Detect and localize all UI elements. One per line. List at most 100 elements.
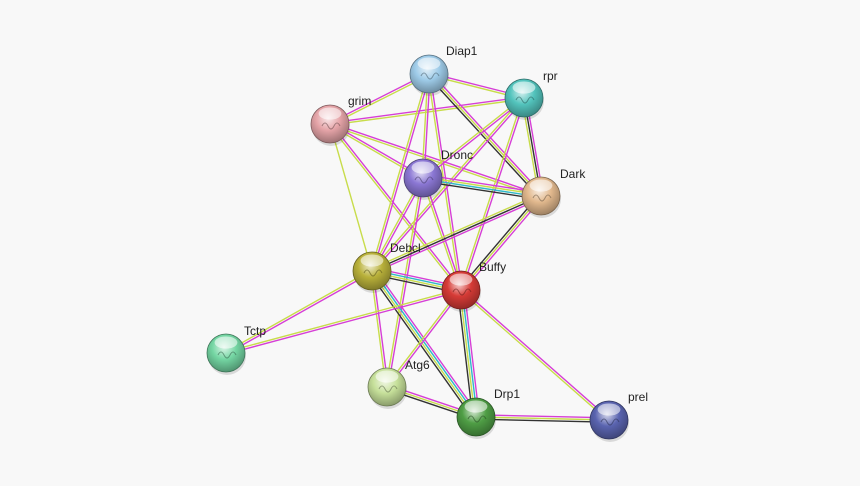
edge-line-black <box>371 195 542 272</box>
edge-line-yellow <box>421 177 461 292</box>
edge-line-black <box>426 74 541 199</box>
edge-grim-rpr[interactable] <box>329 96 525 126</box>
edge-line-cyan <box>461 289 478 418</box>
edge-line-magenta <box>387 177 425 388</box>
edge-debcl-drp1[interactable] <box>368 268 480 420</box>
edge-line-yellow <box>370 72 429 272</box>
edge-line-yellow <box>428 73 542 197</box>
node-highlight <box>417 57 441 70</box>
edge-grim-buffy[interactable] <box>328 122 463 292</box>
edge-debcl-atg6[interactable] <box>370 270 389 388</box>
edge-dronc-buffy[interactable] <box>421 176 463 292</box>
node-label: Atg6 <box>405 358 430 372</box>
edge-dronc-dark[interactable] <box>421 174 543 200</box>
node-drp1[interactable]: Drp1 <box>456 387 520 439</box>
edge-line-yellow <box>459 289 476 418</box>
structure-thumbnail-icon <box>217 351 237 359</box>
node-label: Dronc <box>441 148 473 162</box>
node-highlight <box>375 370 399 383</box>
node-buffy[interactable]: Buffy <box>441 260 506 312</box>
node-atg6[interactable]: Atg6 <box>367 358 430 409</box>
edge-line-magenta <box>372 270 389 388</box>
edge-line-magenta <box>372 197 543 274</box>
edge-buffy-prel[interactable] <box>459 288 611 422</box>
edge-line-cyan <box>372 269 478 418</box>
structure-thumbnail-icon <box>467 415 487 423</box>
edge-line-magenta <box>429 71 544 196</box>
node-label: rpr <box>543 69 558 83</box>
edge-line-yellow <box>370 270 387 388</box>
edge-drp1-prel[interactable] <box>475 414 610 423</box>
edge-grim-debcl[interactable] <box>329 123 373 272</box>
node-highlight <box>360 254 384 267</box>
edge-rpr-dronc[interactable] <box>421 96 526 180</box>
edge-line-magenta <box>429 73 463 291</box>
edge-line-magenta <box>475 414 610 419</box>
edge-line-black <box>475 418 610 423</box>
edge-line-yellow <box>385 177 423 388</box>
node-label: Drp1 <box>494 387 520 401</box>
node-rpr[interactable]: rpr <box>504 69 558 120</box>
node-highlight <box>512 81 536 94</box>
node-label: Buffy <box>479 260 506 274</box>
edge-line-yellow <box>370 96 524 271</box>
edge-line-yellow <box>328 124 542 198</box>
edge-line-magenta <box>329 122 543 196</box>
node-debcl[interactable]: Debcl <box>352 241 421 293</box>
edge-line-yellow <box>459 290 609 422</box>
edge-diap1-debcl[interactable] <box>370 72 431 273</box>
node-grim[interactable]: grim <box>310 94 371 146</box>
edge-dronc-atg6[interactable] <box>385 177 425 388</box>
node-highlight <box>529 179 553 192</box>
node-label: Tctp <box>244 324 266 338</box>
node-dark[interactable]: Dark <box>521 167 586 218</box>
edge-rpr-buffy[interactable] <box>459 96 526 292</box>
edge-line-magenta <box>372 73 431 273</box>
edge-grim-dark[interactable] <box>328 122 543 198</box>
edge-line-yellow <box>421 96 525 178</box>
edge-line-yellow <box>329 98 525 126</box>
node-highlight <box>597 403 621 416</box>
edge-dark-buffy[interactable] <box>458 193 544 293</box>
node-highlight <box>464 400 488 413</box>
node-dronc[interactable]: Dronc <box>403 148 473 200</box>
edge-line-yellow <box>329 123 373 272</box>
node-highlight <box>449 273 473 286</box>
node-highlight <box>411 161 435 174</box>
structure-thumbnail-icon <box>420 72 440 80</box>
node-highlight <box>214 336 238 349</box>
edge-buffy-drp1[interactable] <box>457 288 480 419</box>
structure-thumbnail-icon <box>414 176 434 184</box>
edge-debcl-tctp[interactable] <box>224 269 374 355</box>
structure-thumbnail-icon <box>515 96 535 104</box>
node-highlight <box>318 107 342 120</box>
node-label: grim <box>348 94 371 108</box>
structure-thumbnail-icon <box>600 418 620 426</box>
node-tctp[interactable]: Tctp <box>206 324 266 375</box>
edge-line-magenta <box>422 98 526 180</box>
edge-line-yellow <box>459 96 524 291</box>
edge-line-magenta <box>330 122 463 291</box>
structure-thumbnail-icon <box>321 122 341 130</box>
edge-diap1-dark[interactable] <box>426 71 544 199</box>
edge-dark-debcl[interactable] <box>370 193 543 274</box>
edge-line-magenta <box>423 176 463 291</box>
edge-line-magenta <box>422 174 543 194</box>
edge-line-yellow <box>225 288 462 353</box>
structure-thumbnail-icon <box>363 269 383 277</box>
edge-line-black <box>421 180 542 200</box>
edge-line-magenta <box>225 290 462 355</box>
node-diap1[interactable]: Diap1 <box>409 44 478 96</box>
node-label: prel <box>628 390 648 404</box>
edge-line-yellow <box>385 288 461 388</box>
edge-line-magenta <box>373 268 480 416</box>
edge-line-magenta <box>461 97 526 292</box>
edge-line-yellow <box>475 416 610 421</box>
edge-line-yellow <box>460 195 542 291</box>
edge-buffy-tctp[interactable] <box>225 288 462 355</box>
edge-buffy-atg6[interactable] <box>385 288 463 389</box>
node-prel[interactable]: prel <box>589 390 648 442</box>
edge-line-yellow <box>370 193 541 270</box>
